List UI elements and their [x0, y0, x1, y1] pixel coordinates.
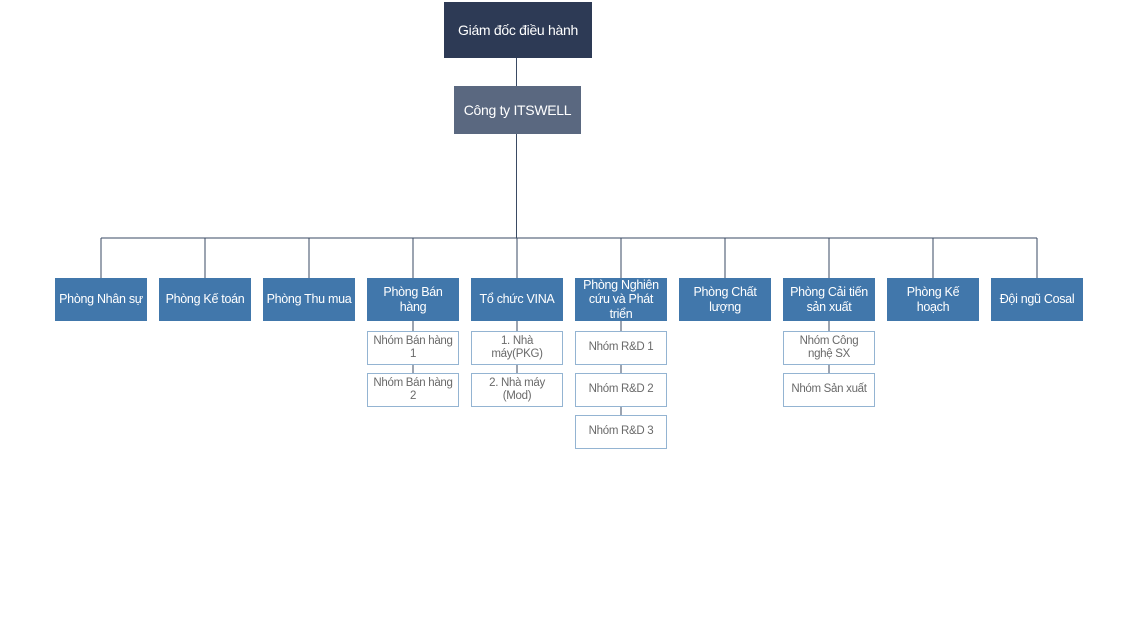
team-box: Nhóm R&D 3	[575, 415, 667, 449]
team-box: 2. Nhà máy (Mod)	[471, 373, 563, 407]
department-box: Phòng Cải tiến sản xuất	[783, 278, 875, 321]
team-box: Nhóm Bán hàng 1	[367, 331, 459, 365]
team-box: Nhóm Bán hàng 2	[367, 373, 459, 407]
team-box: Nhóm R&D 2	[575, 373, 667, 407]
team-box: Nhóm Sản xuất	[783, 373, 875, 407]
team-box: Nhóm R&D 1	[575, 331, 667, 365]
department-box: Phòng Nghiên cứu và Phát triển	[575, 278, 667, 321]
department-box: Phòng Bán hàng	[367, 278, 459, 321]
team-box: Nhóm Công nghệ SX	[783, 331, 875, 365]
company-box: Công ty ITSWELL	[454, 86, 581, 134]
department-box: Phòng Kế hoạch	[887, 278, 979, 321]
department-box: Phòng Kế toán	[159, 278, 251, 321]
department-box: Tổ chức VINA	[471, 278, 563, 321]
department-box: Phòng Nhân sự	[55, 278, 147, 321]
department-box: Phòng Chất lượng	[679, 278, 771, 321]
team-box: 1. Nhà máy(PKG)	[471, 331, 563, 365]
executive-box: Giám đốc điều hành	[444, 2, 592, 58]
department-box: Phòng Thu mua	[263, 278, 355, 321]
department-box: Đội ngũ Cosal	[991, 278, 1083, 321]
